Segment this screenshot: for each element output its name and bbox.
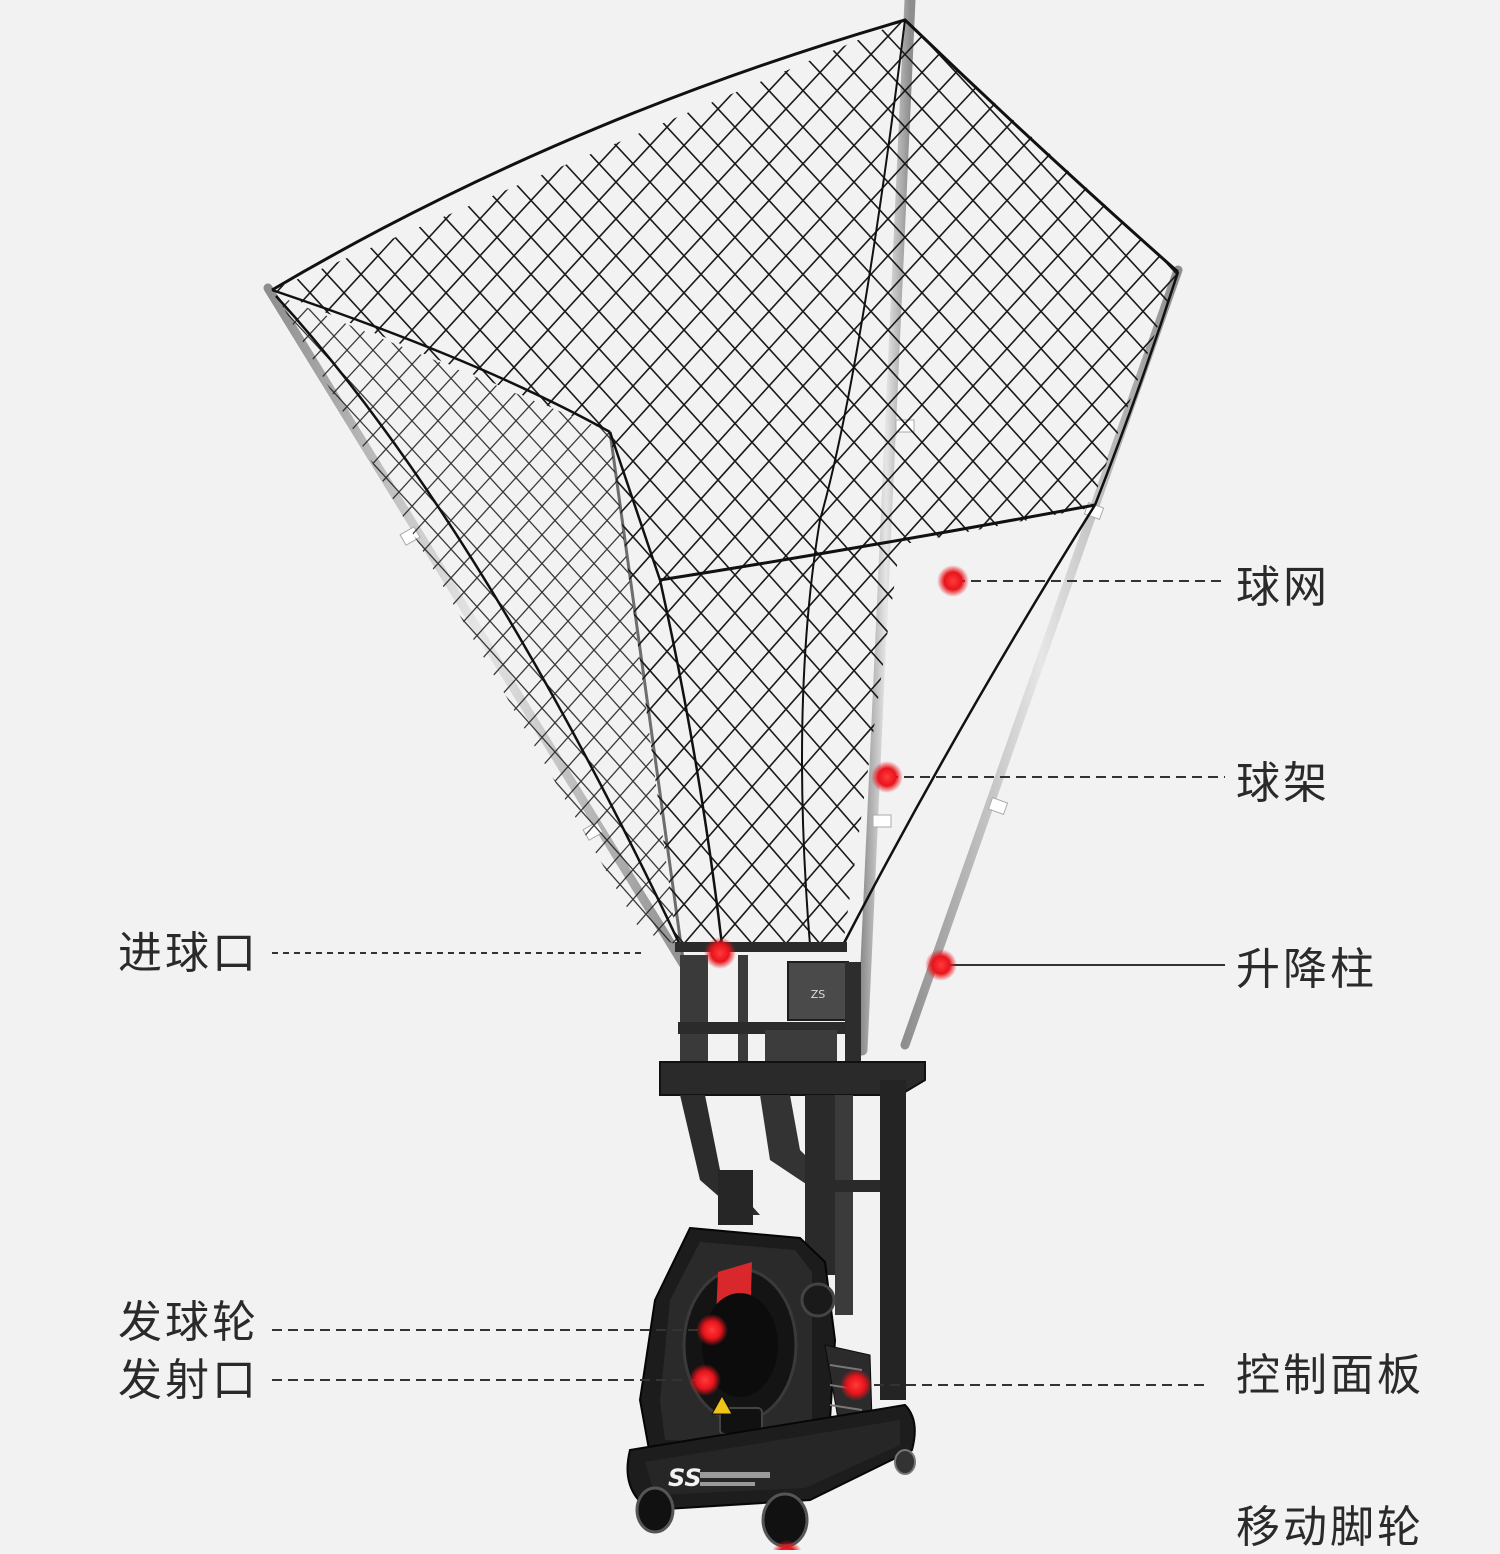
ball-collector-frame: ZS	[675, 942, 861, 1070]
svg-text:ZS: ZS	[811, 988, 826, 1001]
label-casters: 移动脚轮	[1236, 1502, 1424, 1553]
label-outlet: 发射口	[118, 1355, 259, 1406]
label-entry: 进球口	[118, 928, 259, 979]
marker-lift-column	[925, 949, 957, 981]
leader-lines	[272, 580, 1225, 1386]
label-control-panel: 控制面板	[1236, 1350, 1424, 1401]
label-wheel: 发球轮	[118, 1297, 259, 1348]
markers	[689, 565, 969, 1550]
marker-casters	[772, 1540, 802, 1550]
machine-platform	[659, 1061, 926, 1400]
marker-wheel	[696, 1314, 728, 1346]
brand-logo: SS	[668, 1464, 702, 1492]
marker-outlet	[689, 1364, 721, 1396]
label-rack: 球架	[1236, 758, 1330, 809]
marker-rack	[871, 761, 903, 793]
label-lift-column: 升降柱	[1236, 944, 1377, 995]
marker-entry	[704, 937, 736, 969]
label-net: 球网	[1236, 562, 1330, 613]
ball-net	[271, 18, 1180, 946]
machine-base: SS	[626, 1403, 916, 1548]
marker-net	[937, 565, 969, 597]
marker-control-panel	[840, 1369, 872, 1401]
rack-poles	[263, 0, 1183, 1056]
